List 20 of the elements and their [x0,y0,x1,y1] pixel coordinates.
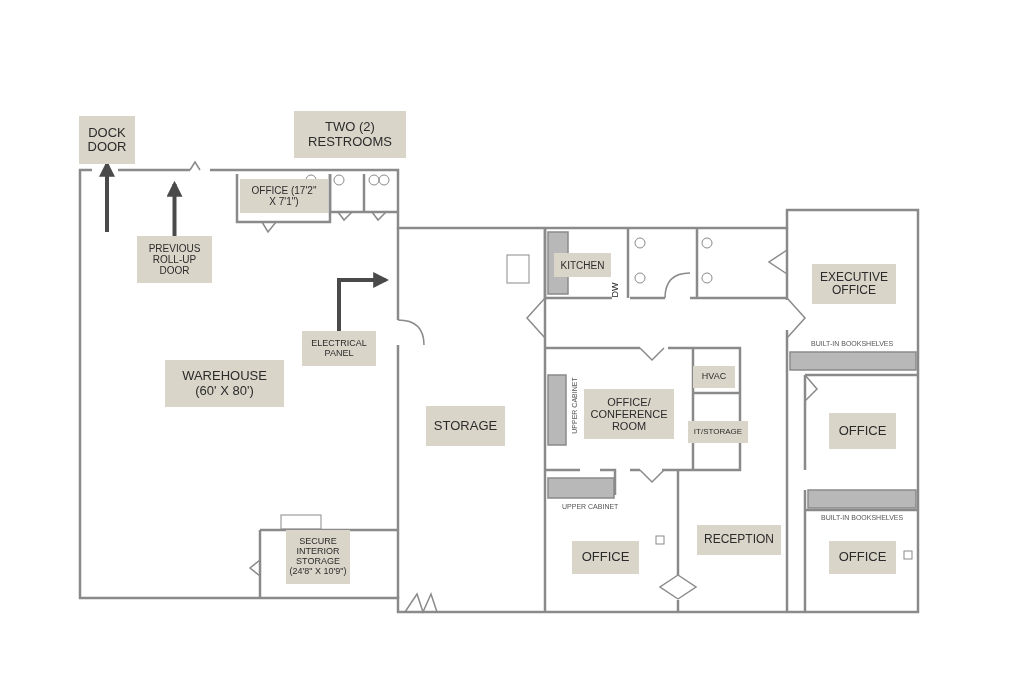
room-label: RECEPTION [697,525,781,555]
room-label: WAREHOUSE (60' X 80') [165,360,284,407]
room-label: IT/STORAGE [688,421,748,443]
room-label: HVAC [693,366,735,388]
room-label: PREVIOUS ROLL-UP DOOR [137,236,212,283]
arrow [337,272,390,331]
room-label: STORAGE [426,406,505,446]
room-label: OFFICE/ CONFERENCE ROOM [584,389,674,439]
appliance-label: DW [609,282,619,298]
room-label: OFFICE (17'2" X 7'1") [240,179,328,213]
room-label: KITCHEN [554,253,611,277]
room-label: ELECTRICAL PANEL [302,331,376,366]
room-label: TWO (2) RESTROOMS [294,111,406,158]
arrow [166,180,183,236]
room-label: OFFICE [572,541,639,574]
room-label: DOCK DOOR [79,116,135,164]
room-label: OFFICE [829,541,896,574]
room-label: SECURE INTERIOR STORAGE (24'8" X 10'9") [286,530,350,584]
room-label: EXECUTIVE OFFICE [812,264,896,304]
room-label: OFFICE [829,413,896,449]
